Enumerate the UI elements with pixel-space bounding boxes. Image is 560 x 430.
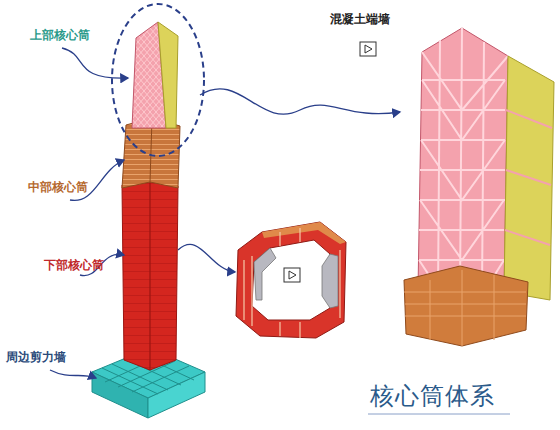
caption: 核心筒体系 [370,382,495,411]
part-label: 混凝土端墙 [330,12,390,26]
core-plan [236,222,346,338]
upper-core [132,22,178,128]
part-label: 下部核心筒 [44,258,104,272]
caption-rule [368,414,510,415]
lower-core [122,180,178,370]
leader-arrows [50,48,400,378]
part-label: 中部核心筒 [28,180,88,194]
upper-core-detail [360,28,554,346]
part-label: 上部核心筒 [30,28,90,42]
highlight-ellipse [112,4,204,156]
part-label: 周边剪力墙 [6,350,66,364]
